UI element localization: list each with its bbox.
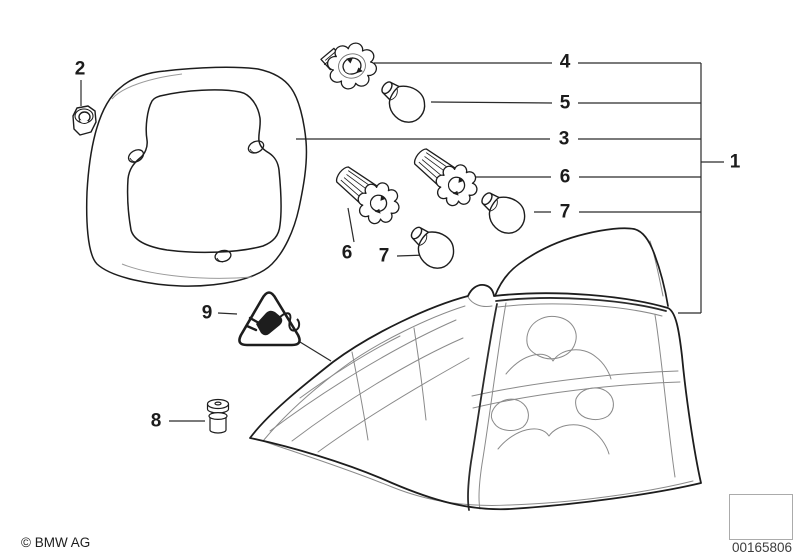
callout-5[interactable]: 5	[559, 92, 571, 114]
change-marker-box	[729, 494, 793, 540]
bulb-part-left	[410, 226, 455, 269]
callout-3[interactable]: 3	[558, 128, 570, 150]
bulb-large-part	[381, 81, 426, 123]
callout-9[interactable]: 9	[201, 302, 213, 324]
hex-nut-part	[72, 105, 97, 136]
callout-7-left[interactable]: 7	[378, 245, 390, 267]
gasket-part	[85, 66, 308, 287]
callout-lines	[80, 62, 724, 422]
callout-4[interactable]: 4	[559, 51, 571, 73]
bulb-socket-small-part	[320, 42, 377, 90]
callout-7-right[interactable]: 7	[559, 201, 571, 223]
tail-light-assembly	[249, 227, 702, 511]
copyright-text: © BMW AG	[21, 535, 91, 550]
bulb-part-right	[481, 192, 526, 234]
warning-triangle-icon	[238, 291, 301, 347]
callout-8[interactable]: 8	[150, 410, 162, 432]
bulb-socket-long-part-left	[335, 166, 400, 225]
callout-6-left[interactable]: 6	[341, 242, 353, 264]
bulb-socket-long-part-right	[413, 148, 478, 207]
grommet-part	[206, 398, 230, 434]
callout-1[interactable]: 1	[729, 151, 741, 173]
callout-6-right[interactable]: 6	[559, 166, 571, 188]
plug-glyph	[245, 310, 301, 336]
callout-2[interactable]: 2	[74, 58, 86, 80]
image-number: 00165806	[731, 540, 793, 555]
